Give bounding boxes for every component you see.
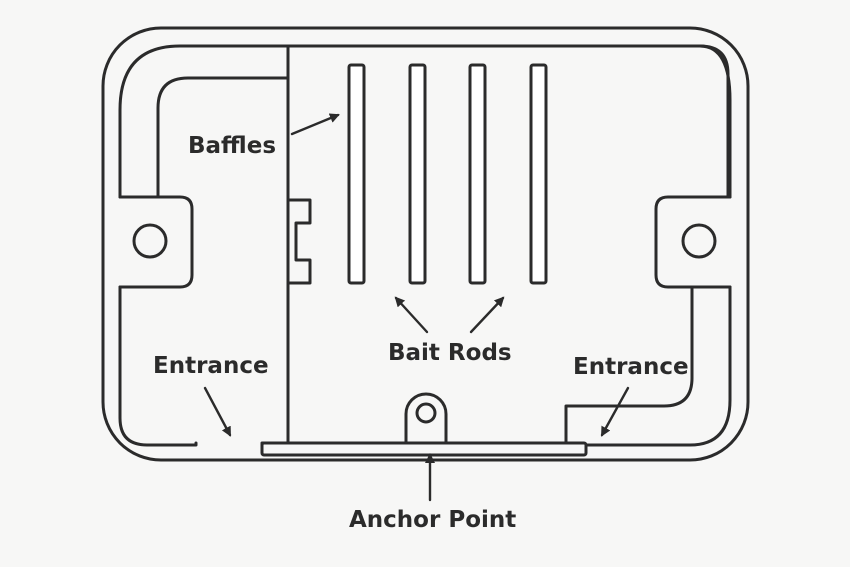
bait-rod-2 bbox=[408, 63, 427, 285]
anchor-point-label: Anchor Point bbox=[349, 507, 516, 533]
left-mount-hole bbox=[132, 223, 168, 259]
entrance-right-label: Entrance bbox=[573, 354, 689, 380]
inner-wall-right-outer bbox=[698, 44, 732, 199]
inner-wall bbox=[260, 44, 730, 447]
anchor-lug-hole bbox=[415, 402, 437, 424]
right-mount-hole bbox=[681, 223, 717, 259]
inner-wall-top-left bbox=[156, 76, 290, 199]
entrance-left-arrow bbox=[203, 386, 232, 437]
bait-rods-arrow-left bbox=[394, 296, 429, 334]
entrance-right-arrow bbox=[600, 386, 630, 437]
right-mount-tab bbox=[654, 195, 732, 289]
inner-wall-left-bottom bbox=[118, 285, 198, 447]
anchor-lug bbox=[404, 392, 448, 445]
bait-rods-label: Bait Rods bbox=[388, 340, 512, 366]
bait-rod-4 bbox=[529, 63, 548, 285]
entrance-left-label: Entrance bbox=[153, 353, 269, 379]
baffles-arrow bbox=[290, 113, 340, 136]
bait-rod-3 bbox=[468, 63, 487, 285]
left-mount-tab bbox=[118, 195, 194, 289]
baffles-label: Baffles bbox=[188, 133, 276, 159]
anchor-bar bbox=[260, 441, 588, 457]
bait-rod-1 bbox=[347, 63, 366, 285]
bait-rods-arrow-right bbox=[469, 296, 505, 334]
baffle-wall bbox=[286, 198, 312, 285]
inner-wall-right-entrance bbox=[564, 285, 694, 445]
inner-wall-right-bottom bbox=[584, 285, 732, 447]
inner-wall-left-top bbox=[118, 44, 290, 199]
